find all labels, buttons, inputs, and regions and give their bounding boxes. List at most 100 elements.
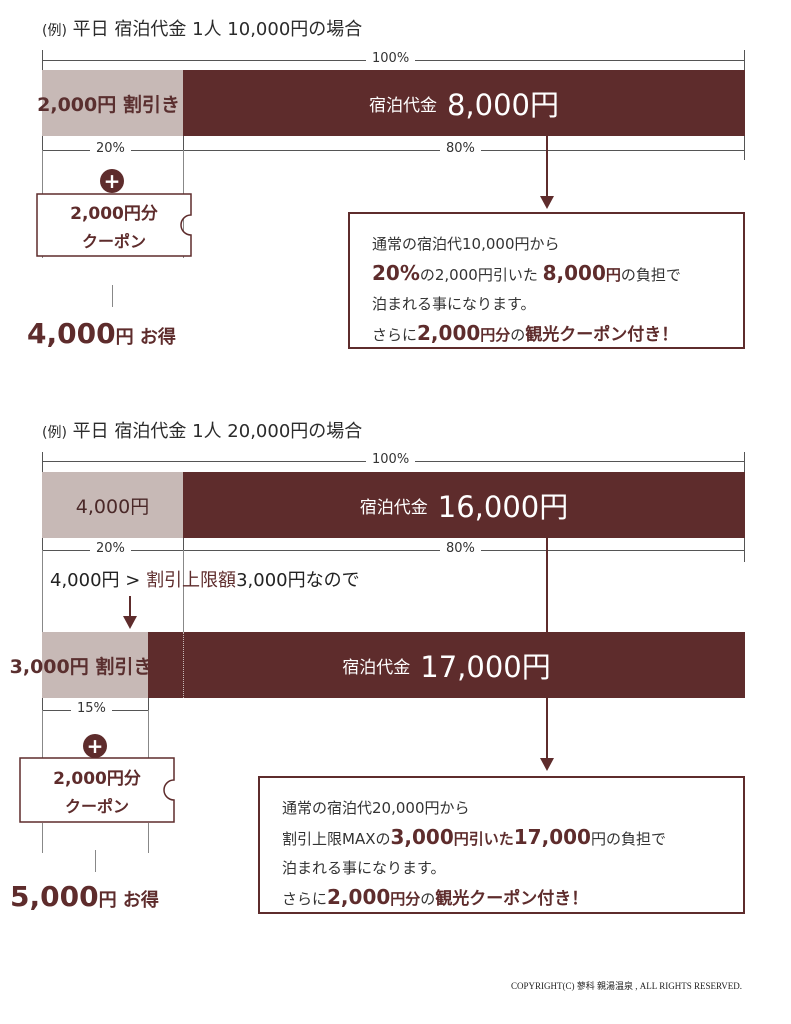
arrow-line: [129, 596, 131, 616]
coupon-amount: 2,000円分: [70, 203, 158, 224]
arrow-line: [546, 698, 548, 758]
discount-segment: 2,000円 割引き: [37, 70, 183, 136]
total-pct-label: 100%: [366, 452, 416, 467]
dim-tick: [744, 50, 745, 70]
box-highlight: 2,000: [327, 885, 391, 909]
box-text: の2,000円引いた: [419, 266, 538, 284]
note-suffix: なので: [305, 570, 360, 591]
dim-tick: [183, 136, 184, 160]
dim-tick: [42, 136, 43, 160]
example-prefix: (例): [42, 23, 67, 39]
box-line: 泊まれる事になります。: [372, 295, 536, 313]
box-highlight: 観光クーポン付き！: [435, 889, 589, 909]
box-highlight: 20%: [372, 261, 420, 285]
box-line: 泊まれる事になります。: [282, 859, 446, 877]
box-text: さらに: [372, 326, 418, 344]
box-highlight-unit: 円分: [480, 326, 511, 344]
payment-label: 宿泊代金: [368, 95, 437, 116]
discount2-label: 3,000円 割引き: [9, 655, 153, 678]
payment-label: 宿泊代金: [359, 497, 428, 518]
guide-line: [148, 823, 149, 853]
coupon-ticket: 2,000円分 クーポン: [19, 757, 175, 823]
box-line: 通常の宿泊代10,000円から: [372, 235, 560, 253]
gain-connector: [112, 285, 113, 307]
note-cap-amount: 3,000円: [236, 570, 306, 591]
box-highlight: 8,000: [542, 261, 606, 285]
dim-tick: [744, 452, 745, 472]
copyright: COPYRIGHT(C) 蓼科 親湯温泉 , ALL RIGHTS RESERV…: [511, 981, 742, 991]
box-highlight-unit: 円引いた: [453, 830, 514, 848]
box-text: の: [420, 890, 436, 908]
box-highlight: 2,000: [417, 321, 481, 345]
box-highlight-unit: 円分: [390, 890, 421, 908]
box-highlight: 観光クーポン付き！: [525, 325, 679, 345]
dim-tick: [744, 538, 745, 562]
payment2-label: 宿泊代金: [342, 657, 411, 678]
plus-icon: +: [83, 734, 107, 758]
heading-text: 平日 宿泊代金 1人 20,000円の場合: [72, 421, 363, 442]
payment-pct-label: 80%: [440, 141, 481, 156]
note-amount: 4,000円: [50, 570, 120, 591]
payment-segment: 宿泊代金 16,000円: [183, 472, 745, 538]
discount-pct-label: 20%: [90, 541, 131, 556]
dim-tick: [148, 698, 149, 716]
arrow-down-icon: [123, 616, 137, 629]
coupon-label: クーポン: [64, 796, 129, 816]
box-highlight: 3,000: [390, 825, 454, 849]
discount-label: 4,000円: [75, 495, 150, 518]
explanation-box: 通常の宿泊代20,000円から 割引上限MAXの3,000円引いた17,000円…: [258, 776, 745, 914]
gain-number: 5,000: [10, 880, 99, 913]
gain-unit: 円 お得: [98, 890, 159, 911]
dim-tick: [42, 698, 43, 716]
section2-heading: (例) 平日 宿泊代金 1人 20,000円の場合: [42, 417, 362, 443]
box-text: さらに: [282, 890, 328, 908]
payment-amount: 16,000円: [437, 490, 569, 524]
plus-icon: +: [100, 169, 124, 193]
guide-line: [183, 550, 184, 632]
discount-pct-label: 20%: [90, 141, 131, 156]
payment2-amount: 17,000円: [420, 650, 551, 684]
note-compare: >: [119, 570, 147, 591]
section1-heading: (例) 平日 宿泊代金 1人 10,000円の場合: [42, 15, 362, 41]
discount-label: 2,000円 割引き: [37, 93, 180, 116]
payment-pct-label: 80%: [440, 541, 481, 556]
arrow-down-icon: [540, 758, 554, 771]
connector-line: [546, 538, 548, 632]
total-pct-label: 100%: [366, 51, 416, 66]
arrow-down-icon: [540, 196, 554, 209]
payment-amount: 8,000円: [446, 88, 560, 122]
guide-line: [42, 823, 43, 853]
gain-connector: [95, 850, 96, 872]
discount-segment: 4,000円: [42, 472, 183, 538]
guide-line: [42, 710, 43, 758]
dim-tick: [42, 452, 43, 472]
cap-note: 4,000円 > 割引上限額3,000円なので: [50, 566, 360, 592]
box-text: 割引上限MAXの: [282, 830, 391, 848]
previous-boundary-marker: [183, 632, 184, 698]
gain-unit: 円 お得: [115, 327, 176, 348]
guide-line: [148, 710, 149, 758]
note-cap-label: 割引上限額: [146, 570, 237, 591]
coupon-label: クーポン: [81, 231, 146, 251]
example-prefix: (例): [42, 425, 67, 441]
payment2-segment: 宿泊代金 17,000円: [148, 632, 745, 698]
discount2-segment: 3,000円 割引き: [10, 632, 152, 698]
coupon-amount: 2,000円分: [53, 768, 141, 789]
coupon-ticket: 2,000円分 クーポン: [36, 193, 192, 257]
coupon-ticket-icon: [19, 757, 175, 823]
dim-tick: [744, 136, 745, 160]
box-text: 円の負担で: [590, 830, 666, 848]
arrow-line: [546, 136, 548, 196]
payment-segment: 宿泊代金 8,000円: [183, 70, 745, 136]
box-highlight-unit: 円: [605, 266, 621, 284]
heading-text: 平日 宿泊代金 1人 10,000円の場合: [72, 19, 363, 40]
discount2-pct-label: 15%: [71, 701, 112, 716]
gain-number: 4,000: [27, 317, 116, 350]
explanation-box: 通常の宿泊代10,000円から 20%の2,000円引いた 8,000円の負担で…: [348, 212, 745, 349]
box-text: の負担で: [620, 266, 681, 284]
box-highlight: 17,000: [513, 825, 591, 849]
coupon-ticket-icon: [36, 193, 192, 257]
box-text: の: [510, 326, 526, 344]
gain-total: 4,000円 お得: [27, 317, 176, 350]
gain-total: 5,000円 お得: [10, 880, 159, 913]
